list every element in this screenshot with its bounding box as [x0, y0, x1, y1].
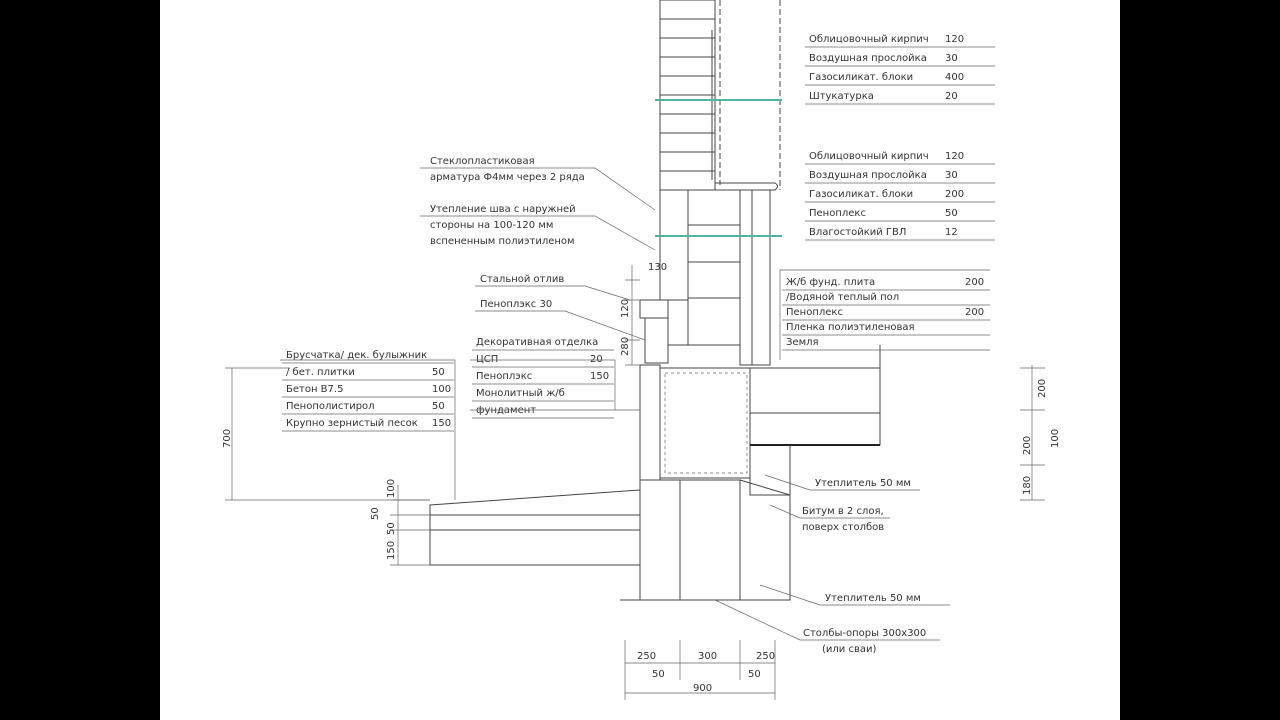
table-row-value: 30: [945, 53, 958, 64]
table-row-label: Воздушная прослойка: [809, 170, 927, 181]
note-rebar-2: арматура Ф4мм через 2 ряда: [430, 172, 585, 183]
note-drip: Стальной отлив: [480, 274, 564, 285]
dimension-lines: [225, 265, 1045, 700]
table-row-label: Земля: [786, 337, 819, 348]
table-row-value: 200: [945, 189, 964, 200]
table-row-label: /Водяной теплый пол: [786, 292, 899, 303]
table-row-label: Газосиликат. блоки: [809, 189, 913, 200]
table-row-label: фундамент: [476, 405, 536, 416]
dim-700: 700: [222, 429, 233, 448]
dim-250-a: 250: [637, 651, 656, 662]
steel-drip: [639, 299, 669, 319]
table-row-label: ЦСП: [476, 354, 498, 365]
table-row-value: 50: [432, 401, 445, 412]
table-row-label: Крупно зернистый песок: [286, 418, 418, 429]
table-row-value: 200: [965, 307, 984, 318]
dim-150-left: 150: [386, 541, 397, 560]
table-row-label: Пеноплэкс: [476, 371, 532, 382]
pillar: [679, 479, 741, 601]
table-row-label: Пеноплекс: [809, 208, 866, 219]
table-row-label: Брусчатка/ дек. булыжник: [286, 350, 427, 361]
table-row-label: Бетон В7.5: [286, 384, 343, 395]
dim-900: 900: [693, 683, 712, 694]
table-row-label: Облицовочный кирпич: [809, 34, 929, 45]
table-row-value: 30: [945, 170, 958, 181]
dim-130: 130: [648, 262, 667, 273]
penoplex-30: [644, 317, 669, 364]
note-pillars: Столбы-опоры 300х300: [803, 628, 926, 639]
note-seam-3: вспененным полиэтиленом: [430, 236, 575, 247]
monolithic-foundation: [639, 364, 881, 601]
dim-50-left-a: 50: [370, 507, 381, 520]
brick-wall-upper: [659, 0, 781, 191]
note-pillars-2: (или сваи): [822, 644, 876, 655]
table-row-value: 150: [590, 371, 609, 382]
dim-300: 300: [698, 651, 717, 662]
table-row-label: Монолитный ж/б: [476, 388, 565, 399]
dim-280: 280: [620, 337, 631, 356]
dim-250-b: 250: [756, 651, 775, 662]
dim-200-right-b: 200: [1022, 436, 1033, 455]
note-seam-2: стороны на 100-120 мм: [430, 220, 553, 231]
leader-lines: [280, 167, 990, 641]
table-row-value: 20: [945, 91, 958, 102]
annotations: Стеклопластиковая арматура Ф4мм через 2 …: [430, 156, 926, 655]
note-insulation-1: Утеплитель 50 мм: [815, 478, 911, 489]
dim-120: 120: [620, 299, 631, 318]
table-row-label: / бет. плитки: [286, 367, 355, 378]
table-row-label: Влагостойкий ГВЛ: [809, 227, 906, 238]
table-row-label: Пенополистирол: [286, 401, 375, 412]
dim-100-right: 100: [1050, 429, 1061, 448]
table-row-value: 100: [432, 384, 451, 395]
table-row-value: 150: [432, 418, 451, 429]
note-bitumen: Битум в 2 слоя,: [802, 506, 884, 517]
dim-50-b: 50: [748, 669, 761, 680]
table-row-label: Газосиликат. блоки: [809, 72, 913, 83]
note-seam: Утепление шва с наружней: [430, 204, 576, 215]
table-row-label: Облицовочный кирпич: [809, 151, 929, 162]
dim-50-a: 50: [652, 669, 665, 680]
dim-50-left-b: 50: [386, 522, 397, 535]
table-row-label: Декоративная отделка: [476, 337, 598, 348]
table-row-value: 120: [945, 151, 964, 162]
table-row-value: 50: [432, 367, 445, 378]
table-row-label: Штукатурка: [809, 91, 874, 102]
table-row-label: Ж/б фунд. плита: [786, 277, 875, 288]
dim-200-right-a: 200: [1037, 379, 1048, 398]
note-rebar: Стеклопластиковая: [430, 156, 535, 167]
table-row-label: Пленка полиэтиленовая: [786, 322, 915, 333]
table-row-label: Пеноплекс: [786, 307, 843, 318]
dimension-labels: 130 120 280 700 100 50 50 150 200 200 10…: [222, 262, 1061, 694]
dim-100-left: 100: [386, 479, 397, 498]
floor-table: Ж/б фунд. плита 200/Водяной теплый полПен…: [782, 277, 990, 351]
table-row-value: 120: [945, 34, 964, 45]
table-row-value: 50: [945, 208, 958, 219]
note-insulation-2: Утеплитель 50 мм: [825, 593, 921, 604]
paving-section: [429, 489, 641, 601]
table-row-value: 20: [590, 354, 603, 365]
table-row-value: 200: [965, 277, 984, 288]
note-penoplex: Пеноплэкс 30: [480, 299, 552, 310]
brick-wall-lower: [659, 189, 771, 366]
note-bitumen-2: поверх столбов: [802, 522, 884, 533]
dim-180-right: 180: [1022, 476, 1033, 495]
table-row-value: 12: [945, 227, 958, 238]
table-row-label: Воздушная прослойка: [809, 53, 927, 64]
table-row-value: 400: [945, 72, 964, 83]
